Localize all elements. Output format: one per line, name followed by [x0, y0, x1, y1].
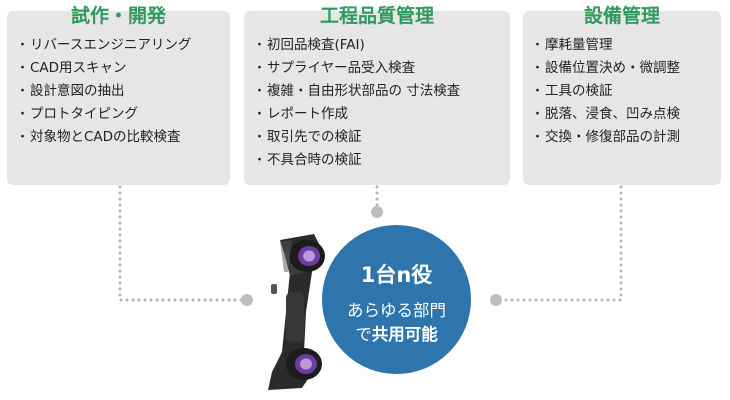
center-main-text: 1台n役	[360, 263, 433, 287]
list-item: リバースエンジニアリング	[16, 34, 191, 57]
center-badge: 1台n役 あらゆる部門 で共用可能	[322, 225, 471, 374]
list-item: CAD用スキャン	[16, 57, 191, 80]
center-line-2: で共用可能	[322, 324, 471, 346]
connector-right	[500, 185, 623, 302]
list-item: レポート作成	[253, 103, 460, 126]
list-item: 複雑・自由形状部品の 寸法検査	[253, 80, 460, 103]
panel-item-list: 摩耗量管理 設備位置決め・微調整 工具の検証 脱落、浸食、凹み点検 交換・修復部…	[531, 34, 680, 149]
panel-prototype-development: 試作・開発 リバースエンジニアリング CAD用スキャン 設計意図の抽出 プロトタ…	[7, 5, 230, 185]
panel-equipment-management: 設備管理 摩耗量管理 設備位置決め・微調整 工具の検証 脱落、浸食、凹み点検 交…	[523, 5, 721, 185]
list-item: 設備位置決め・微調整	[531, 57, 680, 80]
list-item: サプライヤー品受入検査	[253, 57, 460, 80]
panel-title: 試作・開発	[70, 5, 166, 27]
center-line-2-bold: 共用可能	[371, 325, 438, 344]
list-item: 摩耗量管理	[531, 34, 680, 57]
connector-left-end-dot	[241, 294, 253, 306]
list-item: 対象物とCADの比較検査	[16, 126, 191, 149]
3d-scanner-icon	[268, 234, 325, 390]
center-line-1: あらゆる部門	[347, 301, 446, 320]
list-item: 不具合時の検証	[253, 149, 460, 172]
panel-item-list: 初回品検査(FAI) サプライヤー品受入検査 複雑・自由形状部品の 寸法検査 レ…	[253, 34, 460, 172]
panel-title: 設備管理	[583, 5, 660, 27]
connector-middle-end-dot	[371, 206, 383, 218]
center-line-2-prefix: で	[355, 325, 372, 344]
list-item: 設計意図の抽出	[16, 80, 191, 103]
list-item: 交換・修復部品の計測	[531, 126, 680, 149]
panel-item-list: リバースエンジニアリング CAD用スキャン 設計意図の抽出 プロトタイピング 対…	[16, 34, 191, 149]
list-item: 取引先での検証	[253, 126, 460, 149]
panel-process-quality-control: 工程品質管理 初回品検査(FAI) サプライヤー品受入検査 複雑・自由形状部品の…	[244, 5, 510, 185]
list-item: 脱落、浸食、凹み点検	[531, 103, 680, 126]
panel-title: 工程品質管理	[319, 5, 434, 27]
connector-right-end-dot	[490, 294, 502, 306]
list-item: 初回品検査(FAI)	[253, 34, 460, 57]
list-item: プロトタイピング	[16, 103, 191, 126]
list-item: 工具の検証	[531, 80, 680, 103]
connector-left	[118, 185, 245, 302]
